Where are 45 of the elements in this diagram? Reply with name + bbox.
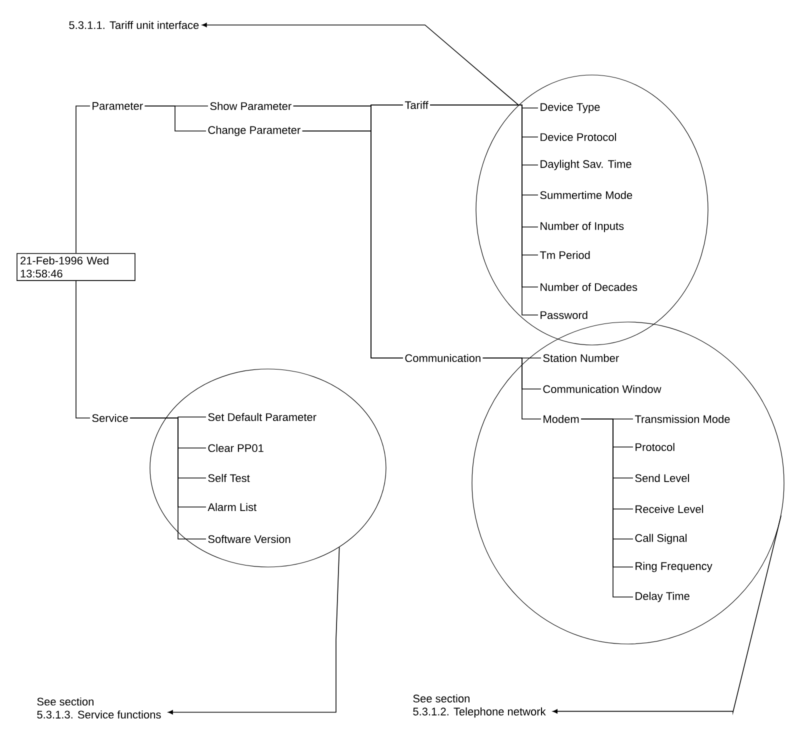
- tree-connector: [76, 280, 90, 418]
- cross-reference: See section 5.3.1.2. Telephone network: [413, 694, 546, 718]
- menu-item: Password: [540, 310, 588, 320]
- menu-item: Device Type: [540, 102, 600, 114]
- tree-connector: [144, 106, 206, 132]
- arrow: [552, 515, 782, 716]
- grouping-ellipse: [476, 74, 708, 346]
- tree-connector: [130, 418, 206, 540]
- menu-item: Communication: [405, 354, 480, 362]
- cross-reference: See section 5.3.1.3. Service functions: [37, 697, 161, 719]
- tree-connector: [302, 130, 404, 358]
- menu-item: Device Protocol: [540, 132, 616, 142]
- menu-item: Set Default Parameter: [208, 412, 316, 422]
- menu-item: Clear PP01: [208, 444, 264, 452]
- menu-item: Transmission Mode: [634, 414, 730, 424]
- menu-item: Show Parameter: [210, 102, 292, 110]
- menu-item: Station Number: [543, 354, 619, 362]
- menu-item: Daylight Sav. Time: [540, 160, 632, 170]
- menu-item: Receive Level: [636, 504, 704, 514]
- tree-connector: [580, 418, 634, 598]
- section-heading: 5.3.1.1. Tariff unit interface: [69, 20, 199, 30]
- tree-connector: [482, 358, 542, 420]
- menu-item: Summertime Mode: [540, 190, 632, 200]
- menu-item: Change Parameter: [208, 126, 300, 136]
- menu-item: Service: [92, 414, 128, 422]
- arrow: [168, 546, 340, 714]
- menu-item: Tm Period: [540, 250, 590, 260]
- menu-item: Number of Inputs: [540, 222, 624, 232]
- menu-item: Parameter: [92, 102, 143, 110]
- date-time-box: 21-Feb-1996 Wed 13:58:46: [16, 253, 136, 281]
- menu-item: Communication Window: [543, 384, 662, 394]
- menu-item: Number of Decades: [540, 282, 638, 292]
- tree-connector: [76, 106, 90, 254]
- grouping-ellipse: [150, 368, 386, 568]
- arrow: [202, 22, 519, 106]
- menu-item: Tariff: [404, 100, 428, 110]
- menu-item: Software Version: [208, 534, 290, 544]
- menu-item: Call Signal: [635, 534, 687, 544]
- menu-item: Protocol: [636, 442, 674, 452]
- menu-item: Send Level: [635, 474, 689, 482]
- menu-item: Self Test: [208, 474, 250, 482]
- menu-item: Alarm List: [208, 502, 256, 512]
- menu-item: Delay Time: [636, 592, 690, 602]
- menu-item: Ring Frequency: [636, 562, 712, 572]
- menu-item: Modem: [544, 414, 579, 424]
